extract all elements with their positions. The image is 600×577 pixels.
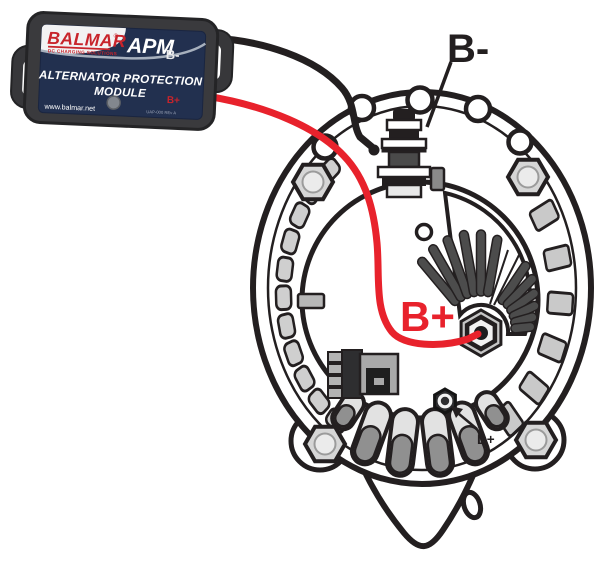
face-tab-top bbox=[429, 166, 446, 192]
balmar-logo: BALMAR ® DC CHARGING SOLUTIONS bbox=[47, 28, 127, 57]
d-plus-terminal bbox=[433, 387, 457, 415]
d-plus-callout: D+ bbox=[451, 406, 495, 447]
d-plus-label: D+ bbox=[477, 432, 495, 447]
led-indicator bbox=[106, 95, 121, 110]
module-name-line2: MODULE bbox=[94, 85, 148, 100]
module-b-plus-marking: B+ bbox=[167, 95, 181, 107]
face-tab-left bbox=[296, 292, 326, 310]
positive-wire bbox=[202, 92, 482, 348]
negative-ring-terminal bbox=[368, 144, 380, 156]
mounting-bolts bbox=[290, 157, 559, 464]
module-model: APM bbox=[126, 34, 175, 59]
vent-slots bbox=[414, 190, 540, 336]
b-minus-terminal bbox=[376, 109, 432, 199]
brand-text: BALMAR bbox=[47, 28, 127, 51]
module-b-minus-marking: B- bbox=[165, 47, 179, 63]
alternator: D+ bbox=[250, 85, 594, 550]
module-label-swoosh bbox=[40, 42, 207, 60]
registered-mark: ® bbox=[113, 33, 118, 40]
bottom-terminal-fingers bbox=[330, 390, 510, 478]
b-plus-label: B+ bbox=[400, 293, 455, 340]
module-part-note: UAP-000 REv A bbox=[146, 109, 176, 115]
module-website: www.balmar.net bbox=[43, 102, 95, 113]
brand-tagline: DC CHARGING SOLUTIONS bbox=[48, 48, 118, 56]
regulator-connector-block bbox=[327, 349, 400, 399]
apm-module: BALMAR ® DC CHARGING SOLUTIONS APM B- AL… bbox=[10, 11, 235, 131]
b-minus-label: B- bbox=[447, 27, 489, 71]
b-minus-callout: B- bbox=[425, 27, 489, 128]
negative-wire bbox=[206, 34, 380, 156]
d-plus-arrowhead bbox=[451, 406, 463, 418]
